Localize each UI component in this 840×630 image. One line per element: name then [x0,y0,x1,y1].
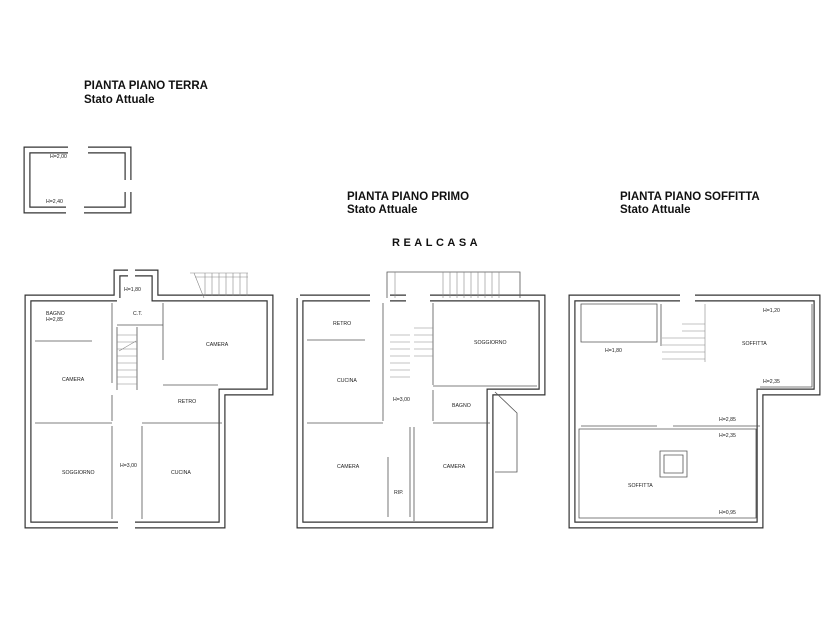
plan-subtitle-first: Stato Attuale [347,204,418,216]
plan-subtitle-attic: Stato Attuale [620,204,691,216]
room-label: CAMERA [337,464,360,470]
room-height: H=2,85 [719,417,736,423]
room-label: CUCINA [337,378,357,384]
room-label: CAMERA [62,377,85,383]
room-label: BAGNO [46,311,65,317]
brand-watermark: REALCASA [392,237,481,249]
room-label: RIP. [394,490,403,496]
room-height: H=1,20 [763,308,780,314]
attic-plan: H=1,20 SOFFITTA H=1,80 H=2,35 H=2,85 H=2… [568,294,821,529]
room-height: H=2,35 [719,433,736,439]
room-label: RETRO [333,321,351,327]
room-height: H=0,95 [719,510,736,516]
room-label: C.T. [133,311,142,317]
annex-plan: H=2,00 H=2,40 [23,146,132,214]
room-height: H=2,35 [763,379,780,385]
room-label: SOFFITTA [742,341,767,347]
room-label: RETRO [178,399,196,405]
room-height: H=3,00 [120,463,137,469]
room-label: CAMERA [206,342,229,348]
room-height: H=3,00 [393,397,410,403]
plan-subtitle-ground: Stato Attuale [84,94,155,106]
ground-floor-plan: BAGNO H=2,85 CAMERA C.T. H=1,80 CAMERA R… [24,269,274,529]
room-height: H=2,85 [46,317,63,323]
first-floor-plan: RETRO CUCINA SOGGIORNO H=3,00 BAGNO CAME… [296,271,546,529]
annex-height-top: H=2,00 [50,154,67,160]
room-label: SOFFITTA [628,483,653,489]
room-label: BAGNO [452,403,471,409]
annex-height-bottom: H=2,40 [46,199,63,205]
room-label: SOGGIORNO [474,340,507,346]
room-label: CAMERA [443,464,466,470]
room-height: H=1,80 [605,348,622,354]
room-label: SOGGIORNO [62,470,95,476]
plan-title-attic: PIANTA PIANO SOFFITTA [620,191,760,203]
plan-title-first: PIANTA PIANO PRIMO [347,191,469,203]
room-height: H=1,80 [124,287,141,293]
room-label: CUCINA [171,470,191,476]
plan-title-ground: PIANTA PIANO TERRA [84,80,208,92]
